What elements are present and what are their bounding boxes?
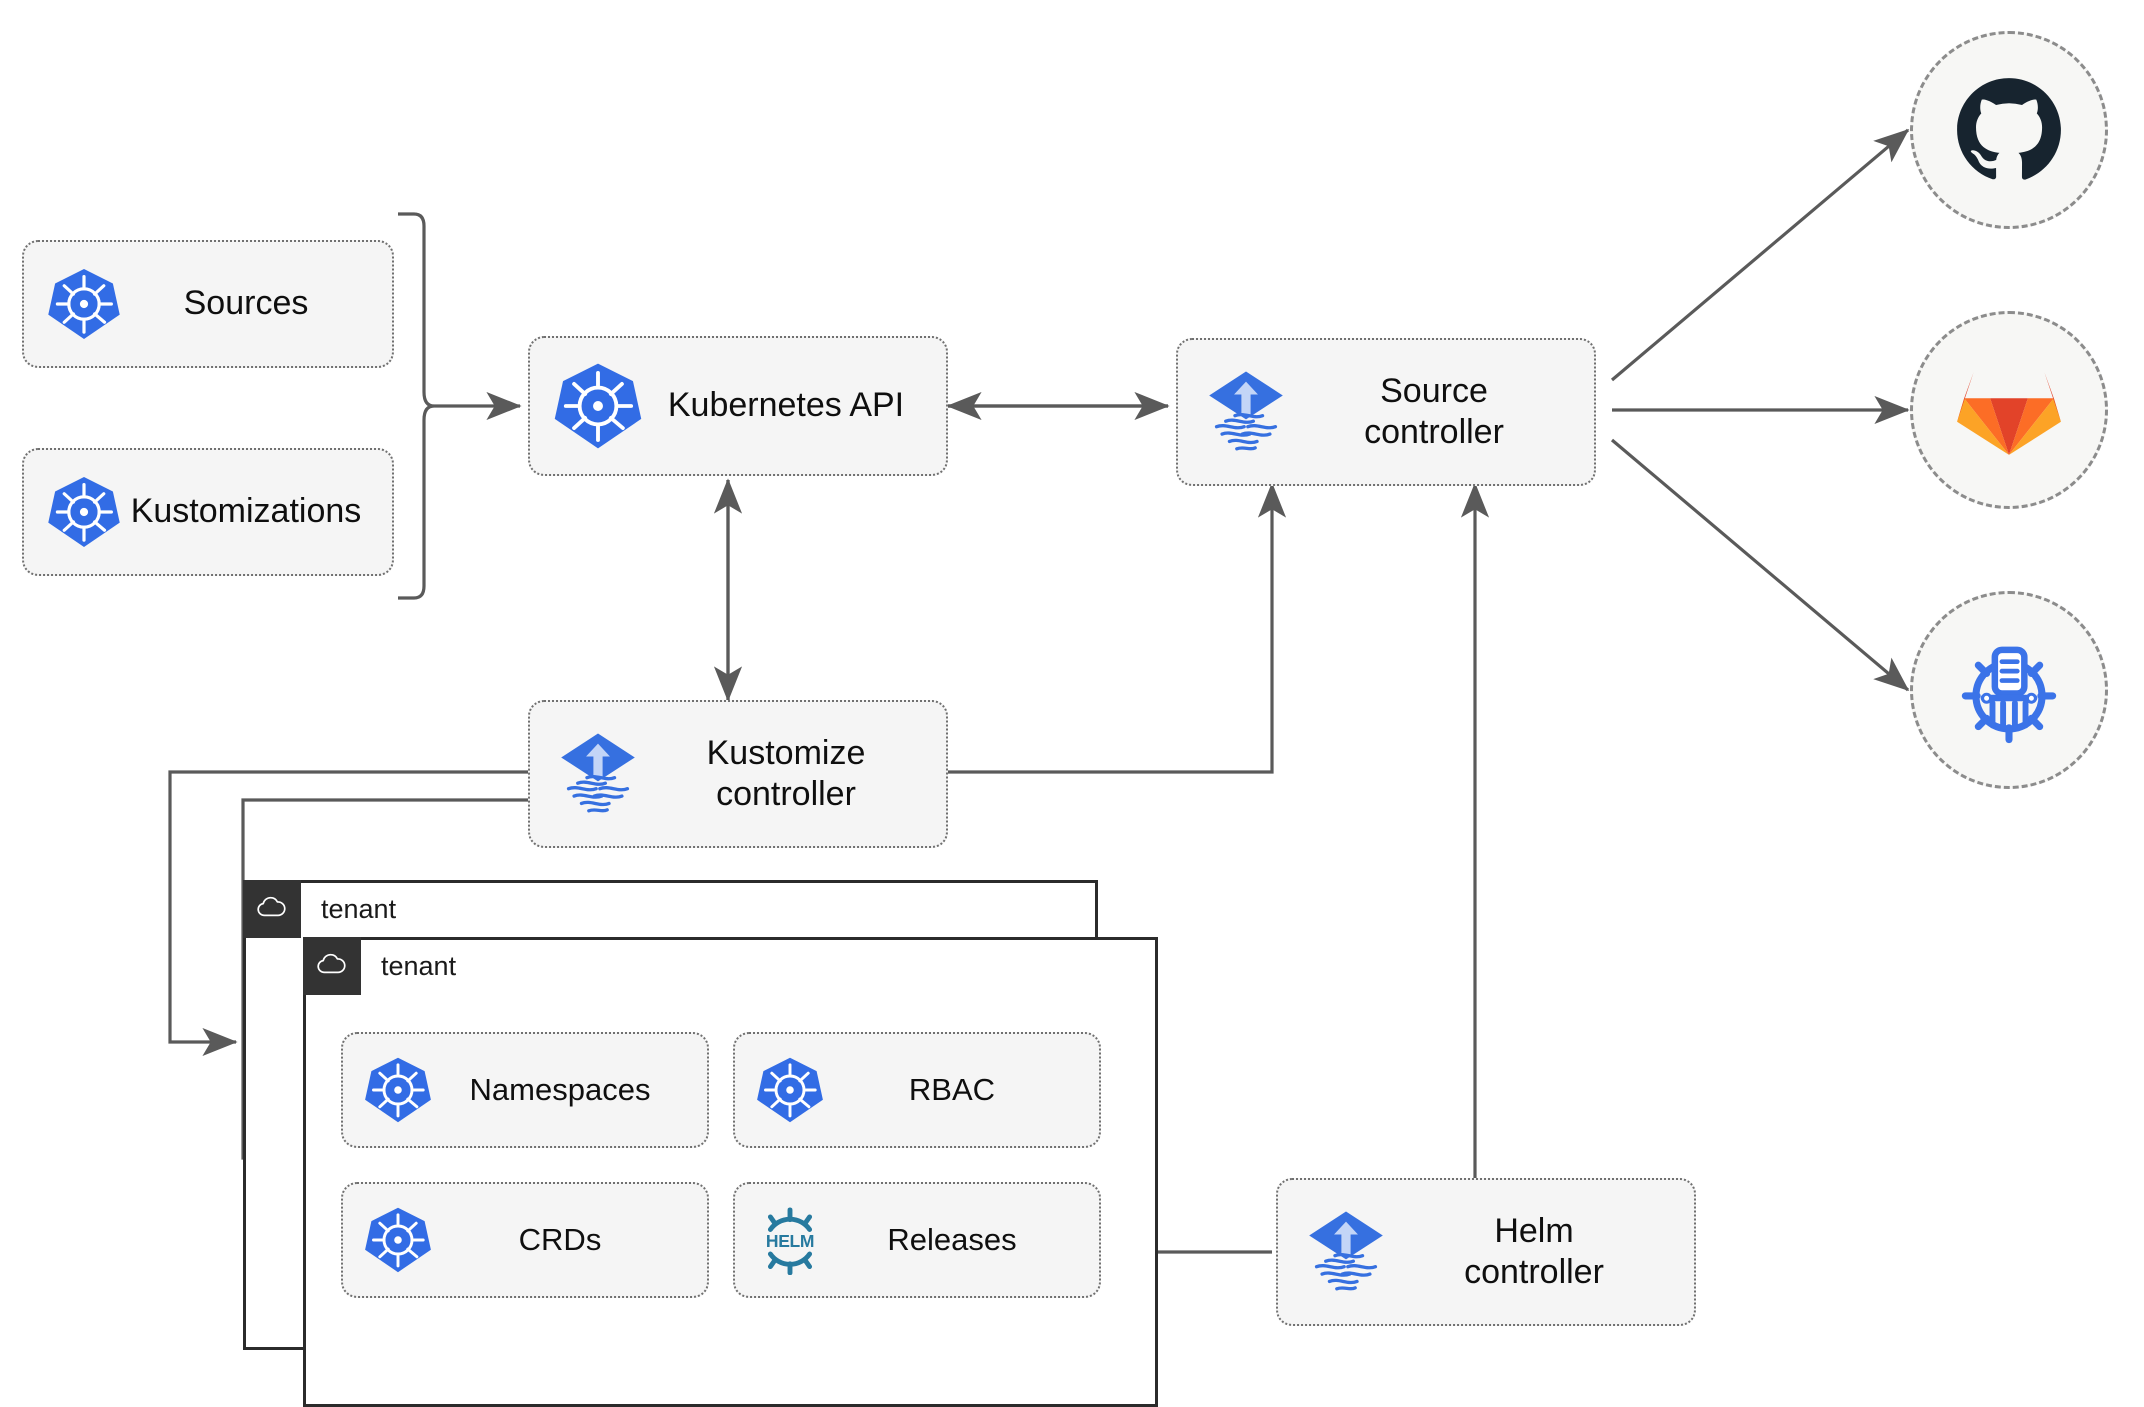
resource-label: Sources	[183, 284, 309, 323]
kubernetes-icon	[46, 266, 122, 342]
resource-label: Kustomizations	[130, 492, 362, 531]
svg-text:HELM: HELM	[766, 1231, 814, 1251]
tenant-label: tenant	[381, 950, 457, 981]
tenant-label: tenant	[321, 893, 397, 924]
flux-icon	[1300, 1206, 1392, 1298]
kustomize-controller-label: Kustomize controller	[706, 733, 866, 813]
helm-icon: HELM	[755, 1205, 825, 1275]
edge-source-controller-to-github	[1610, 128, 1910, 382]
tenant-resource-label: RBAC	[908, 1072, 996, 1108]
edge-source-controller-to-helm-repository	[1610, 438, 1910, 692]
helm-controller-label: Helm controller	[1464, 1211, 1604, 1291]
tenant-header-2: tenant	[303, 937, 456, 995]
kubernetes-icon	[755, 1055, 825, 1125]
kustomize-controller-node[interactable]: Kustomize controller	[528, 700, 948, 848]
kubernetes-icon	[46, 474, 122, 550]
gitlab-icon	[1950, 351, 2068, 469]
edge-resources-bracket	[398, 212, 435, 600]
flux-icon	[552, 728, 644, 820]
provider-helm-repository[interactable]	[1910, 591, 2108, 789]
helm-controller-node[interactable]: Helm controller	[1276, 1178, 1696, 1326]
tenant-resource-namespaces[interactable]: Namespaces	[341, 1032, 709, 1148]
provider-gitlab[interactable]	[1910, 311, 2108, 509]
tenant-resource-label: CRDs	[518, 1222, 602, 1258]
github-icon	[1950, 71, 2068, 189]
edge-kustomize-controller-to-source-controller	[948, 482, 1287, 774]
tenant-resource-label: Releases	[887, 1222, 1017, 1258]
cloud-icon	[243, 880, 301, 938]
source-controller-label: Source controller	[1364, 371, 1504, 451]
tenant-resource-label: Namespaces	[469, 1072, 651, 1108]
tenant-container-2[interactable]: tenant	[303, 937, 1158, 1407]
kubernetes-icon	[363, 1055, 433, 1125]
tenant-resource-rbac[interactable]: RBAC	[733, 1032, 1101, 1148]
kubernetes-icon	[552, 360, 644, 452]
tenant-resource-crds[interactable]: CRDs	[341, 1182, 709, 1298]
source-controller-node[interactable]: Source controller	[1176, 338, 1596, 486]
flux-icon	[1200, 366, 1292, 458]
resource-node-sources[interactable]: Sources	[22, 240, 394, 368]
provider-github[interactable]	[1910, 31, 2108, 229]
helm-repository-icon	[1950, 631, 2068, 749]
kubernetes-api-label: Kubernetes API	[667, 386, 905, 425]
kubernetes-api-node[interactable]: Kubernetes API	[528, 336, 948, 476]
tenant-header-1: tenant	[243, 880, 396, 938]
cloud-icon	[303, 937, 361, 995]
resource-node-kustomizations[interactable]: Kustomizations	[22, 448, 394, 576]
kubernetes-icon	[363, 1205, 433, 1275]
tenant-resource-releases[interactable]: HELM Releases	[733, 1182, 1101, 1298]
